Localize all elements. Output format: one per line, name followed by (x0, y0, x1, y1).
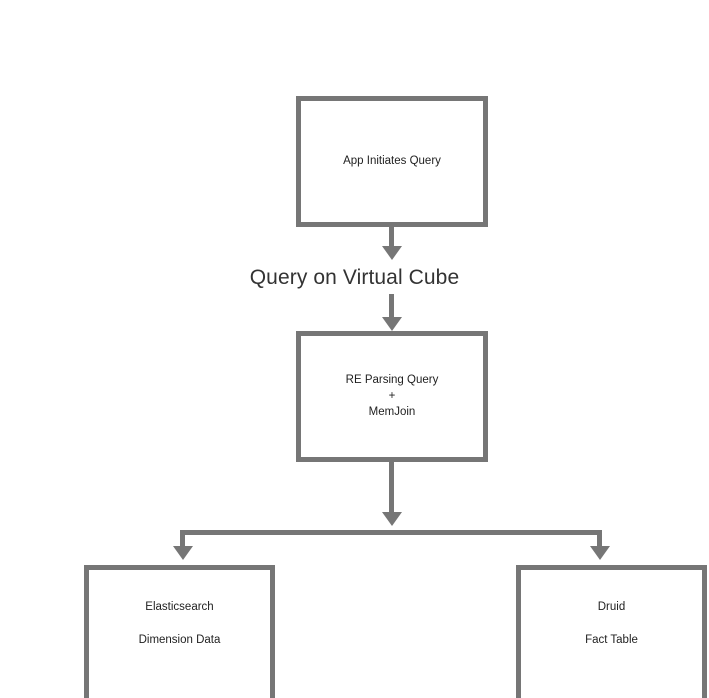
connector-split-bar (180, 530, 602, 535)
arrowhead-split-to-elasticsearch (173, 546, 193, 560)
node-elasticsearch-line-2: Dimension Data (138, 634, 221, 646)
node-app-text: App Initiates Query (343, 155, 441, 168)
node-druid[interactable]: Druid Fact Table (516, 565, 707, 698)
node-druid-line-2: Fact Table (585, 634, 638, 646)
node-app-initiates-query[interactable]: App Initiates Query (296, 96, 488, 227)
connector-label-to-parse (389, 294, 394, 318)
connector-split-to-druid (597, 530, 602, 548)
node-elasticsearch-text: Elasticsearch Dimension Data (139, 601, 221, 647)
arrowhead-label-to-parse (382, 317, 402, 331)
arrowhead-parse-to-split (382, 512, 402, 526)
node-re-parsing-query[interactable]: RE Parsing Query + MemJoin (296, 331, 488, 462)
node-parse-line-3: MemJoin (368, 406, 416, 419)
node-parse-line-1: RE Parsing Query (345, 373, 439, 386)
connector-parse-to-split (389, 462, 394, 514)
connector-app-to-label (389, 227, 394, 249)
edge-label-query-on-virtual-cube: Query on Virtual Cube (249, 266, 460, 289)
node-druid-text: Druid Fact Table (585, 601, 638, 647)
node-parse-text: RE Parsing Query + MemJoin (346, 374, 439, 420)
node-app-line-1: App Initiates Query (343, 154, 441, 167)
arrowhead-app-to-label (382, 246, 402, 260)
connector-split-to-elasticsearch (180, 530, 185, 548)
node-druid-line-1: Druid (597, 600, 626, 613)
node-elasticsearch-line-1: Elasticsearch (145, 600, 214, 613)
node-elasticsearch[interactable]: Elasticsearch Dimension Data (84, 565, 275, 698)
node-parse-line-2: + (388, 389, 396, 402)
arrowhead-split-to-druid (590, 546, 610, 560)
